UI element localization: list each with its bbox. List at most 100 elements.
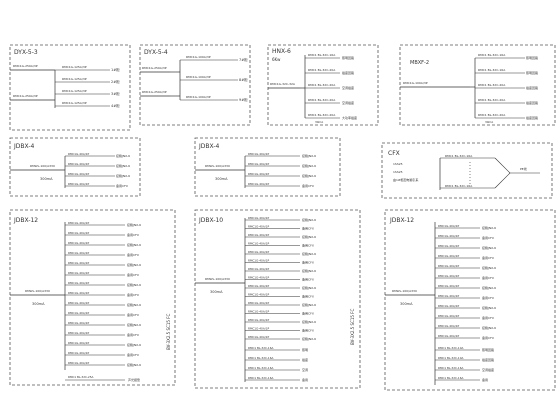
breaker-label: RMC1 BL-32C-16A <box>248 366 273 370</box>
row: RMC1G-100A/3P 7#柜 <box>180 55 248 62</box>
row: RMC1G-40A/1P 接箱JNX-6 <box>65 162 130 168</box>
panel-subtitle: 6Kw <box>272 57 281 62</box>
breaker-label: RMC1 BL-32C-16A <box>308 53 336 57</box>
load-label: 接箱JNX-6 <box>127 242 141 247</box>
breaker-label: RMC1G-40A/1P <box>248 152 269 156</box>
load-label: 备用CFX <box>482 315 494 320</box>
breaker-label: RMC1 BL-32C-20A <box>308 98 336 102</box>
incoming-breaker: RMWL-100/A330 <box>205 164 230 168</box>
panel-title: DYX-5-3 <box>14 49 38 56</box>
load-label: 接箱JNX-6 <box>127 322 141 327</box>
panel-title: MBXF-2 <box>410 60 429 66</box>
rcd-label: 300mA <box>215 177 228 181</box>
row: RMC1 BL-32C-16A 照明回路 <box>475 53 538 60</box>
row: RMC1 BL-32C-20A 空调插座 <box>305 83 354 90</box>
incoming-breaker: RMC1G-250A/3P <box>13 94 38 98</box>
load-label: 接箱JNX-6 <box>127 222 141 227</box>
load-label: 7#柜 <box>239 57 248 62</box>
panel-title: JDBX-4 <box>13 143 34 150</box>
row: RMC1G-100A/3P 8#柜 <box>180 75 248 82</box>
load-label: 插座回路 <box>526 85 538 90</box>
incoming-breaker: RMWL-100/A330 <box>205 277 230 281</box>
load-label: 空调插座 <box>342 85 354 90</box>
feed-text: 由1#柜配电箱引来 <box>393 177 418 182</box>
row: RMC1 BL-32C-16A <box>440 154 495 159</box>
breaker-label: RMC1G-40A/1P <box>248 284 269 288</box>
row: RMC1G-40A/1P 接箱JNX-6 <box>245 152 316 158</box>
load-label: 备用CFX <box>482 335 494 340</box>
row: RMC1 BL-32C-16A 照明 <box>245 346 308 352</box>
load-label: 接箱JNX-6 <box>482 325 496 330</box>
breaker-label: RMC1G-40A/1P <box>438 334 459 338</box>
panel-jdbx-12-left: JDBX-12 RMWL-100/A330 300mA RMC1G-40A/1P… <box>9 209 176 386</box>
breaker-label: RMC1G-40A/1P <box>248 293 269 297</box>
panel-title: DYX-5-4 <box>144 49 168 56</box>
breaker-label: RMC1G-40A/1P <box>68 311 89 315</box>
row: RMC1G-40A/1P 备用CFX <box>435 314 494 320</box>
breaker-label: RMC1G-40A/1P <box>248 172 269 176</box>
load-label: 备用CFX <box>127 332 139 337</box>
breaker-label: RMC1G-40A/1P <box>438 234 459 238</box>
rcd-label: 300mA <box>32 302 45 306</box>
panel-title: HNX-6 <box>272 48 291 55</box>
breaker-label: RMC1G-40A/1P <box>438 324 459 328</box>
breaker-label: RMC1G-40A/1P <box>248 242 269 246</box>
load-label: 接箱JNX-6 <box>302 268 316 273</box>
row: RMC1 BL-32C-20A 大功率插座 <box>305 113 357 120</box>
load-label: 照明回路 <box>526 70 538 75</box>
breaker-label: RMC1G-40A/1P <box>68 162 89 166</box>
panel-jdbx-12-right: JDBX-12 RMWL-100/A330 300mA RMC1G-40A/1P… <box>384 209 556 391</box>
row: RMC1 BL-32C-16A 照明回路 <box>305 53 354 60</box>
breaker-label: RMC1 BL-32C-16A <box>248 346 273 350</box>
row: RMC1 BL-32C-20A 插座回路 <box>305 68 354 75</box>
vertical-note: BV-3X2.5 SC15 FC <box>350 309 355 345</box>
breaker-label: RMC1G-40A/1P <box>248 335 269 339</box>
load-label: 照明 <box>302 348 308 352</box>
incoming-breaker: RMC1G-250A/3P <box>13 64 38 68</box>
rcd-label: 300mA <box>210 290 223 294</box>
breaker-label: RMC1G-40A/1P <box>68 351 89 355</box>
load-label: 照明回路 <box>342 55 354 60</box>
row: RMC1G-125A/3P 4#柜 <box>55 101 120 108</box>
breaker-label: RMC1G-40A/1P <box>248 182 269 186</box>
load-label: 接箱JNX-6 <box>482 305 496 310</box>
incoming-breaker: RMWL-100/A330 <box>25 289 50 293</box>
breaker-label: RMC1 BL-32C-20A <box>308 68 336 72</box>
breaker-label: RMC1 BL-32C-16A <box>248 376 273 380</box>
load-label: 接箱JNX-6 <box>302 251 316 256</box>
breaker-label: RMC1G-40A/1P <box>68 331 89 335</box>
feed-label: 1SS25 <box>393 162 403 166</box>
row: RMC1G-40A/1P 备用CFX <box>435 334 494 340</box>
breaker-label: RMC1G-40A/1P <box>68 271 89 275</box>
load-label: 备用CFX <box>482 295 494 300</box>
load-label: 备用 <box>302 377 308 382</box>
load-label: 接箱JNX-6 <box>127 362 141 367</box>
incoming-breaker: RMWL-100/A330 <box>392 289 417 293</box>
load-label: 3#柜 <box>111 91 120 96</box>
load-label: 接箱JNX-6 <box>482 225 496 230</box>
row: RMC1 BL-32C-16A 照明回路 <box>475 68 538 75</box>
panel-jdbx-4-middle: JDBX-4 RMWL-100/A330 300mA RMC1G-40A/1P … <box>194 137 341 197</box>
breaker-label: RMC1G-40A/1P <box>68 361 89 365</box>
breaker-label: RMC1 BL-32C-20A <box>478 98 506 102</box>
breaker-label: RMC1G-40A/1P <box>438 314 459 318</box>
breaker-label: RMC1 BL-32C-25A <box>68 375 93 379</box>
incoming-breaker: RMC1G-32C-32A <box>270 82 296 86</box>
load-label: 照明回路 <box>526 55 538 60</box>
row: RMC1G-40A/1P 备用CFX <box>65 182 128 188</box>
row: RMC1 BL-32C-25A 声光报警 <box>65 375 140 382</box>
rcd-label: 30mA <box>315 120 323 124</box>
